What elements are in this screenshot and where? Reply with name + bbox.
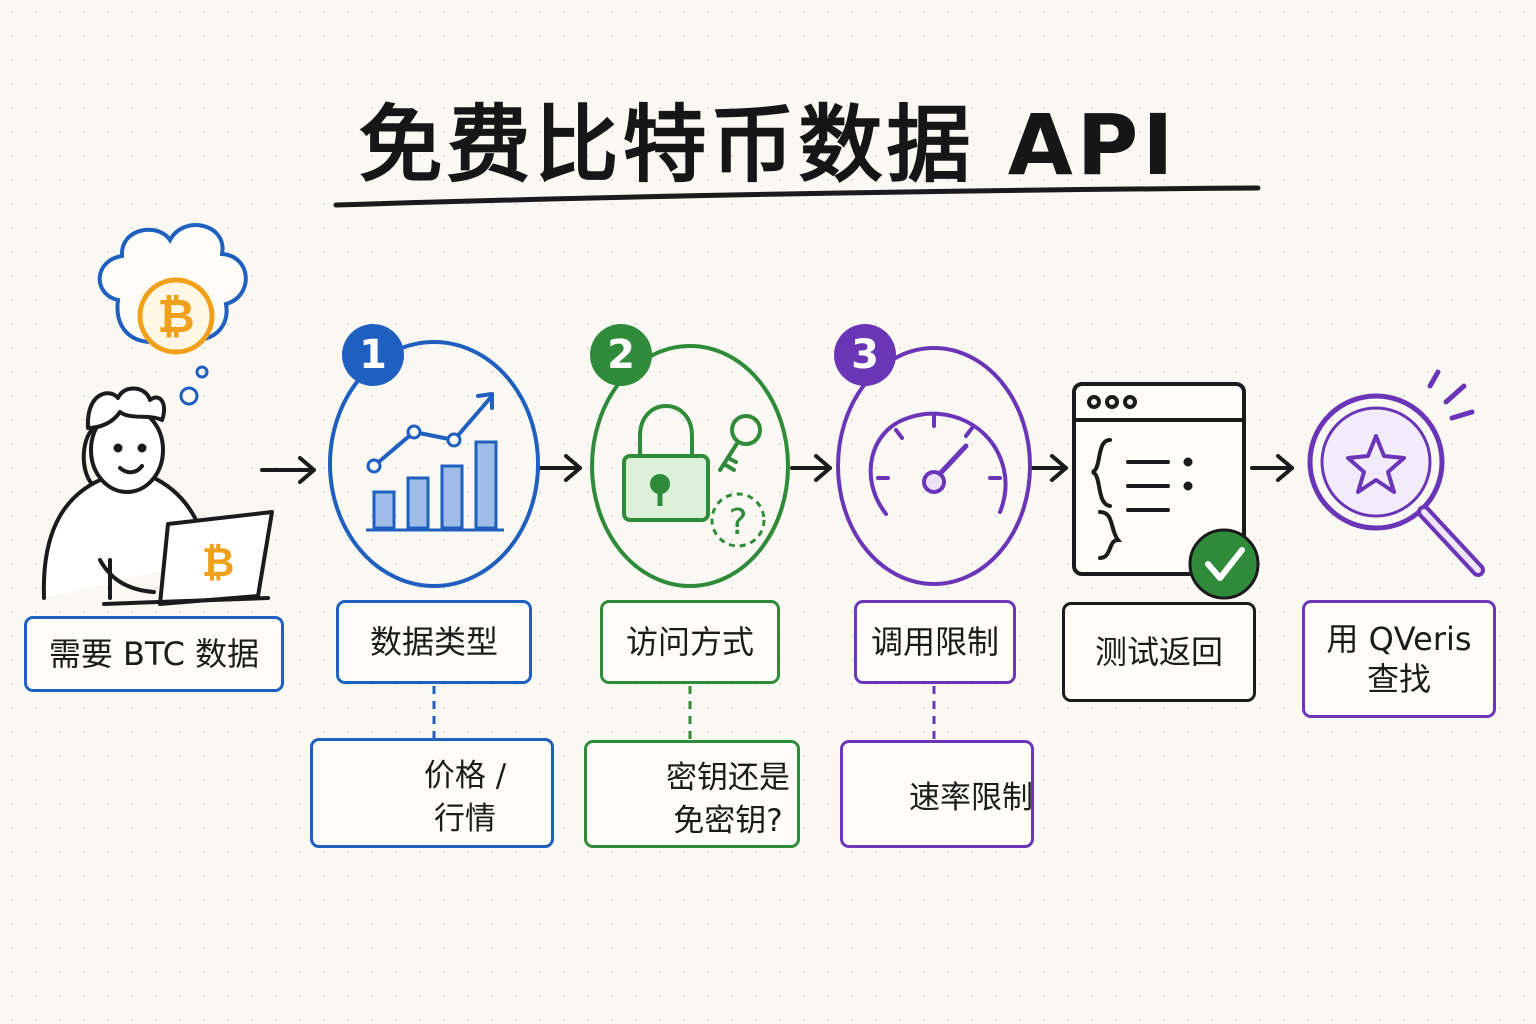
bitcoin-symbol: ₿ xyxy=(157,289,195,343)
finish-box: 用 QVeris 查找 xyxy=(1302,600,1496,718)
step-3-detail-line-1: 速率限制 xyxy=(909,780,1033,816)
step-1-detail-line-1: 价格 / xyxy=(423,758,507,794)
question-mark: ? xyxy=(728,502,747,543)
page-title: 免费比特币数据 API xyxy=(358,96,1178,194)
arrow-icon xyxy=(260,456,316,484)
speedometer-icon xyxy=(836,346,1032,586)
step-2-detail-box: 密钥还是 免密钥? xyxy=(584,740,800,848)
bar-chart-icon xyxy=(328,340,540,588)
step-3-detail-box: 速率限制 xyxy=(840,740,1034,848)
step-1-box: 数据类型 xyxy=(336,600,532,684)
start-box: 需要 BTC 数据 xyxy=(24,616,284,692)
step-1-detail-line-2: 行情 xyxy=(434,801,496,838)
title-underline xyxy=(333,185,1261,208)
test-label: 测试返回 xyxy=(1094,633,1223,671)
arrow-icon xyxy=(1250,454,1294,482)
step-3-box: 调用限制 xyxy=(854,600,1016,684)
check-icon xyxy=(1188,528,1260,600)
arrow-icon xyxy=(790,454,832,482)
step-2-detail-line-2: 免密钥? xyxy=(673,803,783,840)
laptop-icon: ₿ xyxy=(102,510,274,606)
step-badge: 2 xyxy=(590,324,652,386)
finish-label-line-2: 查找 xyxy=(1366,660,1431,698)
finish-label-line-1: 用 QVeris xyxy=(1326,620,1472,658)
start-label: 需要 BTC 数据 xyxy=(48,635,260,673)
step-badge: 3 xyxy=(834,324,896,386)
arrow-icon xyxy=(1028,454,1068,482)
arrow-icon xyxy=(538,454,582,482)
bitcoin-icon: ₿ xyxy=(137,277,215,355)
step-1-label: 数据类型 xyxy=(369,623,498,661)
step-2-box: 访问方式 xyxy=(600,600,780,684)
magnifier-star-icon xyxy=(1307,369,1485,577)
test-box: 测试返回 xyxy=(1062,602,1256,702)
step-1-detail-box: 价格 / 行情 xyxy=(310,738,554,848)
step-badge: 1 xyxy=(342,324,404,386)
code-window-icon xyxy=(1072,382,1246,576)
step-2-label: 访问方式 xyxy=(625,623,754,661)
question-icon: ? xyxy=(710,492,766,548)
bitcoin-symbol: ₿ xyxy=(202,540,235,586)
step-3-label: 调用限制 xyxy=(870,623,999,661)
step-2-detail-line-1: 密钥还是 xyxy=(666,760,790,796)
lock-icon xyxy=(590,344,790,588)
key-icon xyxy=(718,414,762,472)
